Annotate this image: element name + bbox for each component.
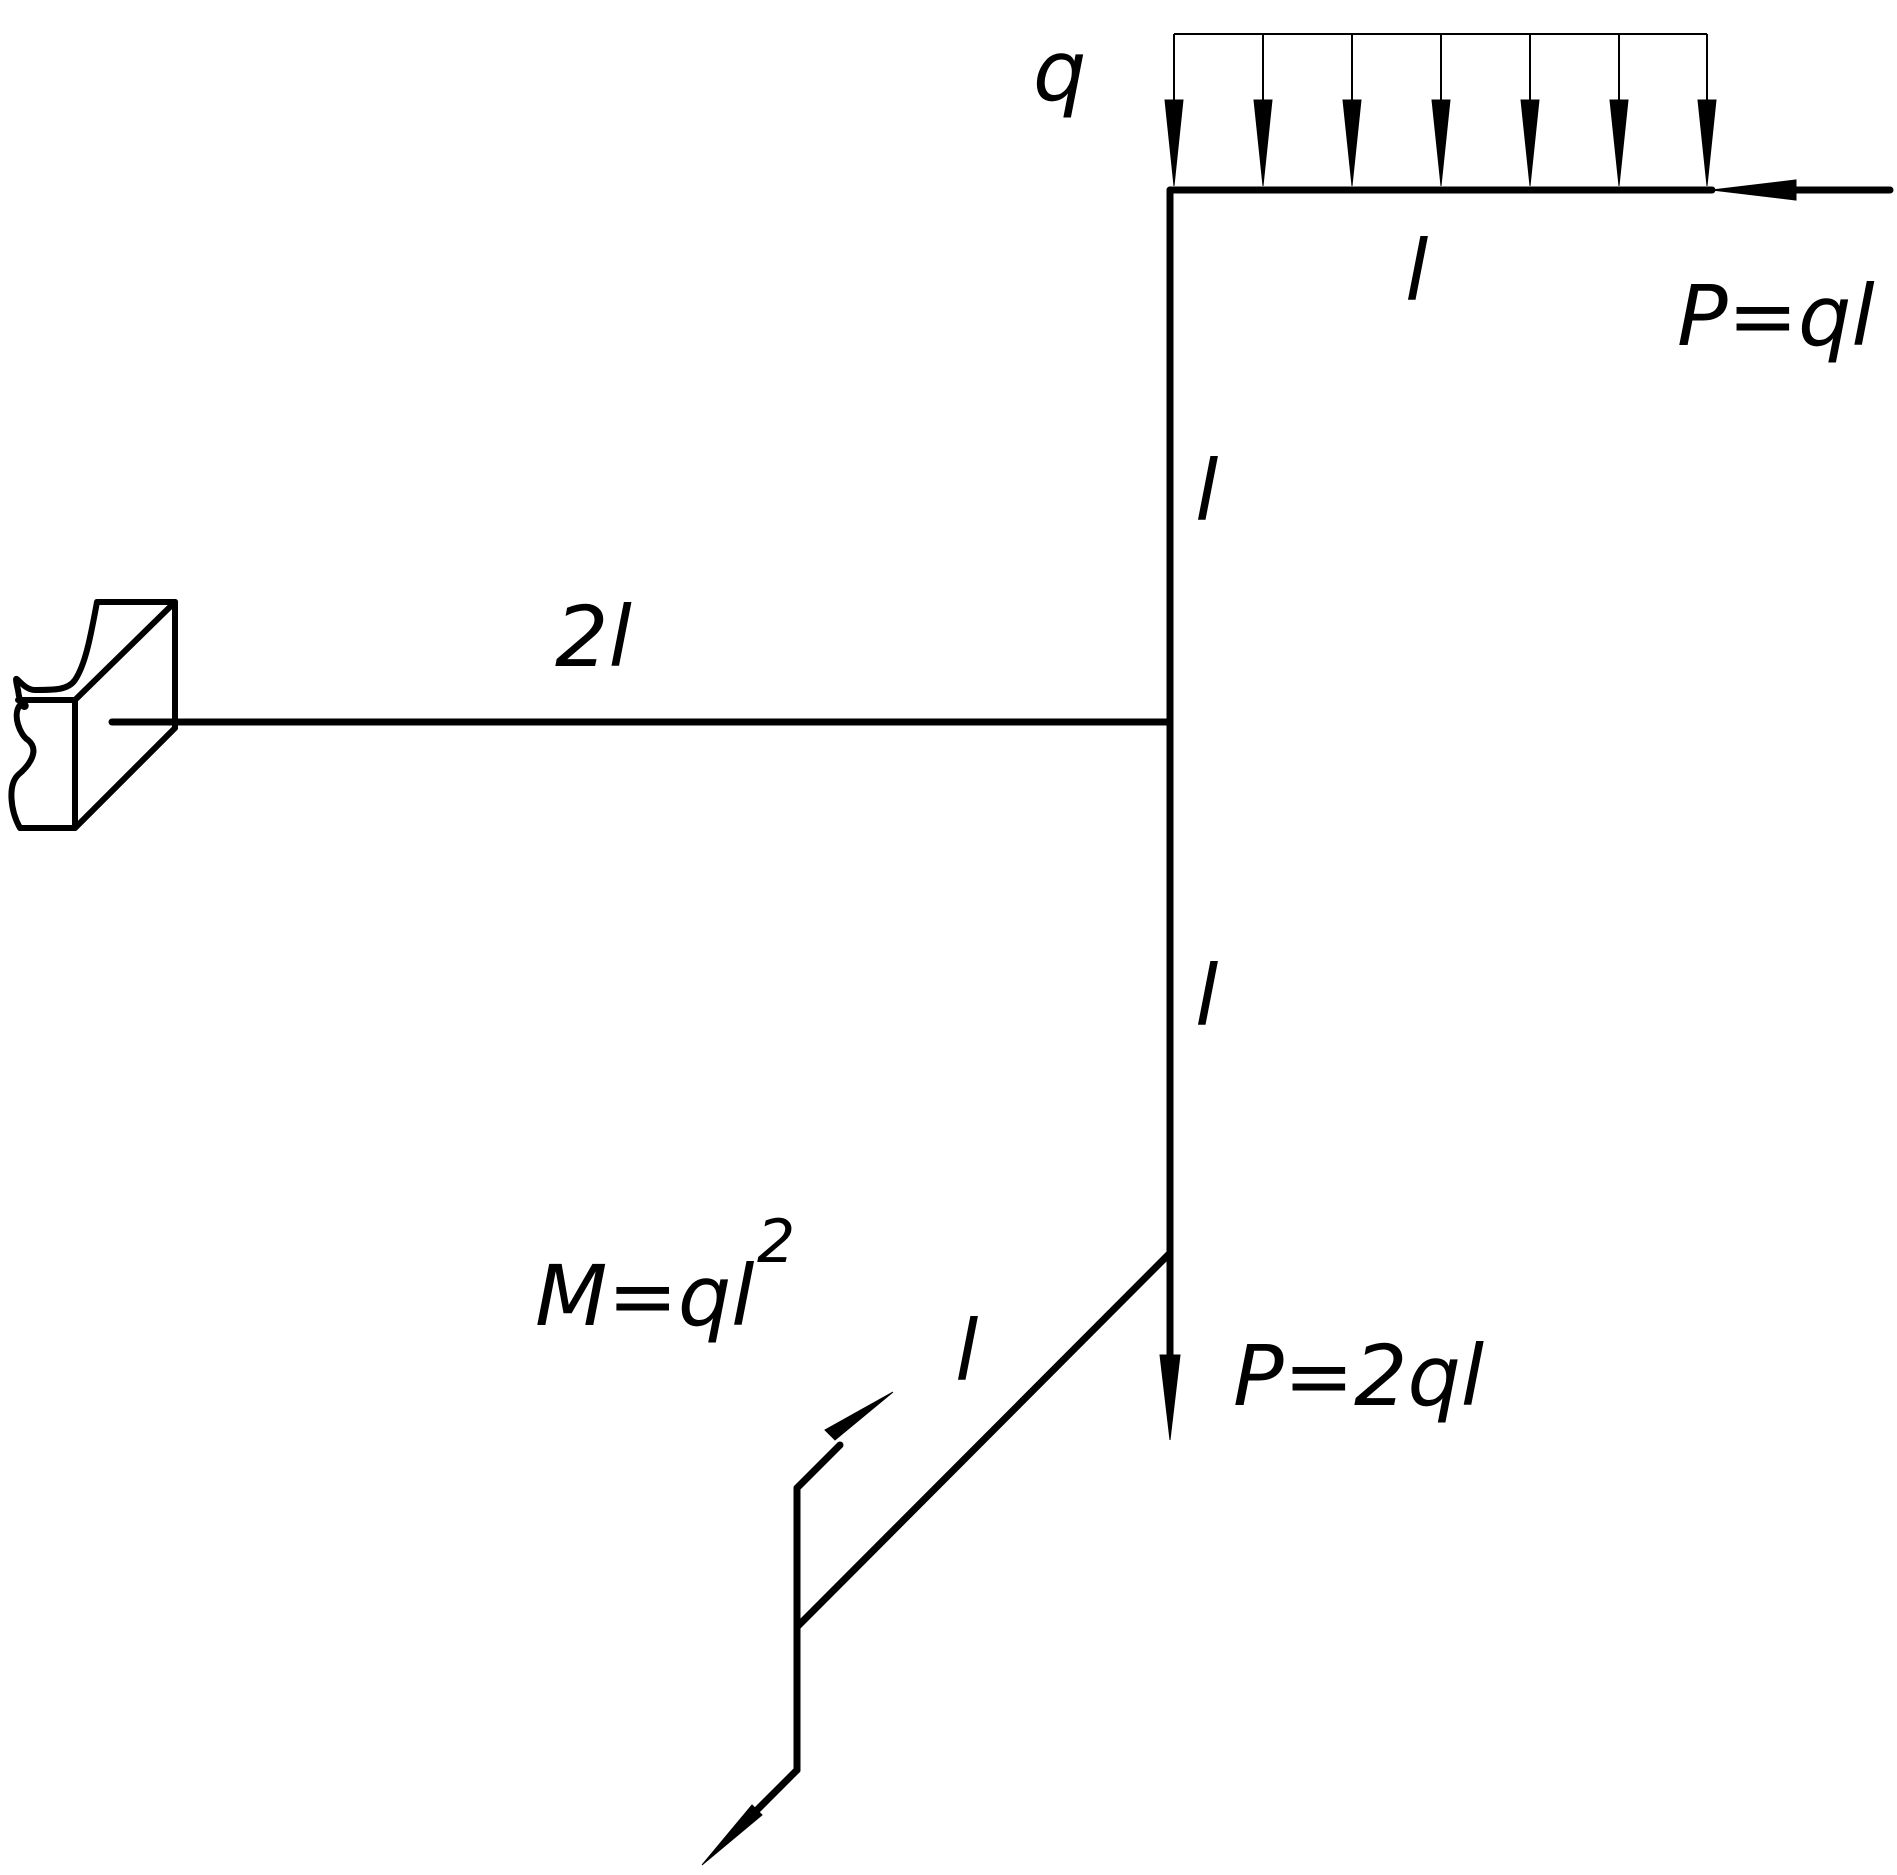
- support-wall-outline: [8, 599, 178, 831]
- load-arrow-head: [1697, 99, 1717, 187]
- force-p-top-arrowhead: [1711, 179, 1797, 201]
- load-arrow-head: [1253, 99, 1273, 187]
- diagonal-member-l: [793, 1249, 1174, 1631]
- moment-symbol: [701, 1391, 894, 1866]
- load-arrow-head: [1342, 99, 1362, 187]
- label-q: q: [1033, 22, 1086, 120]
- label-top-span: l: [1405, 222, 1428, 320]
- label-left-span: 2l: [555, 588, 632, 686]
- moment-upper-shaft: [793, 1441, 844, 1492]
- distributed-load-q: [1164, 33, 1717, 187]
- load-arrow-head: [1431, 99, 1451, 187]
- fixed-support: [8, 599, 178, 831]
- moment-upper-arrowhead: [824, 1391, 894, 1441]
- load-arrow-head: [1609, 99, 1629, 187]
- label-moment: M=ql: [535, 1247, 755, 1345]
- load-arrows: [1164, 34, 1717, 187]
- force-p-bottom: [1159, 1249, 1181, 1441]
- label-diagonal: l: [955, 1302, 978, 1400]
- label-moment-exponent: 2: [757, 1207, 795, 1277]
- label-p-bottom: P=2ql: [1233, 1327, 1484, 1425]
- moment-lower-arrowhead: [701, 1804, 763, 1866]
- support-top-diagonal: [72, 599, 178, 703]
- load-arrow-head: [1164, 99, 1184, 187]
- load-arrow-head: [1520, 99, 1540, 187]
- force-p-bottom-arrowhead: [1159, 1354, 1181, 1441]
- label-upper-vertical: l: [1195, 442, 1218, 540]
- label-lower-vertical: l: [1195, 947, 1218, 1045]
- moment-lower-shaft: [753, 1766, 801, 1814]
- label-p-top: P=ql: [1677, 267, 1875, 365]
- force-p-top: [1711, 179, 1894, 201]
